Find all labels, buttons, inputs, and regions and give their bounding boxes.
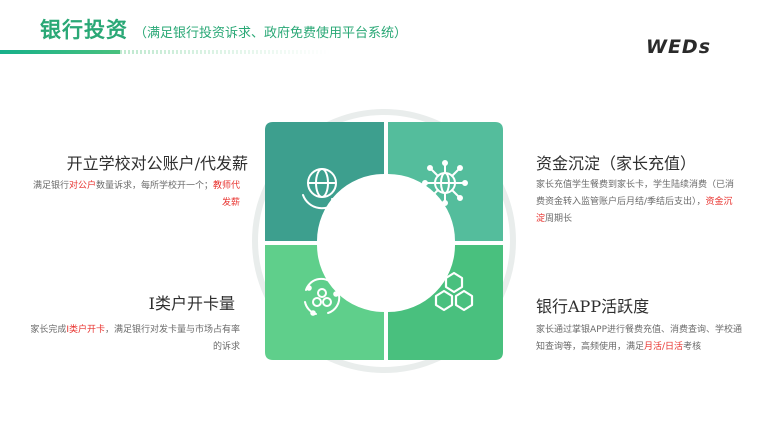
desc-text: 考核 [683, 342, 702, 352]
quadrant-bottom-left-desc: 家长完成I类户开卡，满足银行对发卡量与市场占有率的诉求 [30, 322, 240, 356]
quadrant-top-right [388, 122, 503, 241]
quadrant-top-left-desc: 满足银行对公户数量诉求，每所学校开一个；教师代发薪 [30, 178, 240, 212]
quadrant-bottom-right [388, 245, 503, 360]
desc-text: ，满足银行对发卡量与市场占有率的诉求 [104, 325, 240, 352]
page-subtitle: （满足银行投资诉求、政府免费使用平台系统） [134, 26, 408, 41]
quadrant-bottom-left-title: I类户开卡量 [148, 294, 235, 313]
desc-text: 家长充值学生餐费到家长卡，学生陆续消费（已消费资金转入监管账户后月结/季结后支出… [536, 180, 735, 207]
desc-highlight: 对公户 [68, 181, 96, 191]
desc-highlight: I类户开卡 [66, 325, 105, 335]
desc-highlight: 教师代发薪 [212, 181, 240, 208]
quadrant-top-right-desc: 家长充值学生餐费到家长卡，学生陆续消费（已消费资金转入监管账户后月结/季结后支出… [536, 177, 736, 228]
quadrant-top-left-title: 开立学校对公账户/代发薪 [66, 154, 248, 173]
brand-logo: WEDs [646, 36, 712, 58]
globe-refresh-icon [302, 168, 341, 210]
page-title: 银行投资 [40, 18, 128, 42]
desc-highlight: 资金沉淀 [536, 197, 733, 224]
outer-ring [252, 109, 516, 373]
desc-highlight: 月活/日活 [644, 342, 684, 352]
quadrant-bottom-right-title: 银行APP活跃度 [536, 297, 650, 316]
desc-text: 满足银行 [32, 181, 69, 191]
desc-text: 家长完成 [30, 325, 67, 335]
hexagons-icon [434, 271, 474, 312]
page-header: 银行投资 （满足银行投资诉求、政府免费使用平台系统） [40, 14, 407, 48]
desc-text: 数量诉求，每所学校开一个； [95, 181, 213, 191]
quadrant-top-left [265, 122, 384, 241]
quadrant-bottom-left [265, 245, 384, 360]
quadrant-bottom-right-desc: 家长通过掌银APP进行餐费充值、消费查询、学校通知查询等，高频使用，满足月活/日… [536, 322, 746, 356]
cycle-cluster-icon [304, 277, 341, 316]
ring-hole [321, 178, 447, 304]
desc-text: 家长通过掌银APP进行餐费充值、消费查询、学校通知查询等，高频使用，满足 [536, 325, 743, 352]
network-globe-icon [422, 160, 468, 206]
quadrant-top-right-title: 资金沉淀（家长充值） [536, 154, 697, 173]
title-underline [0, 50, 330, 54]
underline-solid [0, 50, 120, 54]
desc-text: 周期长 [545, 214, 573, 224]
underline-fade [120, 50, 330, 54]
